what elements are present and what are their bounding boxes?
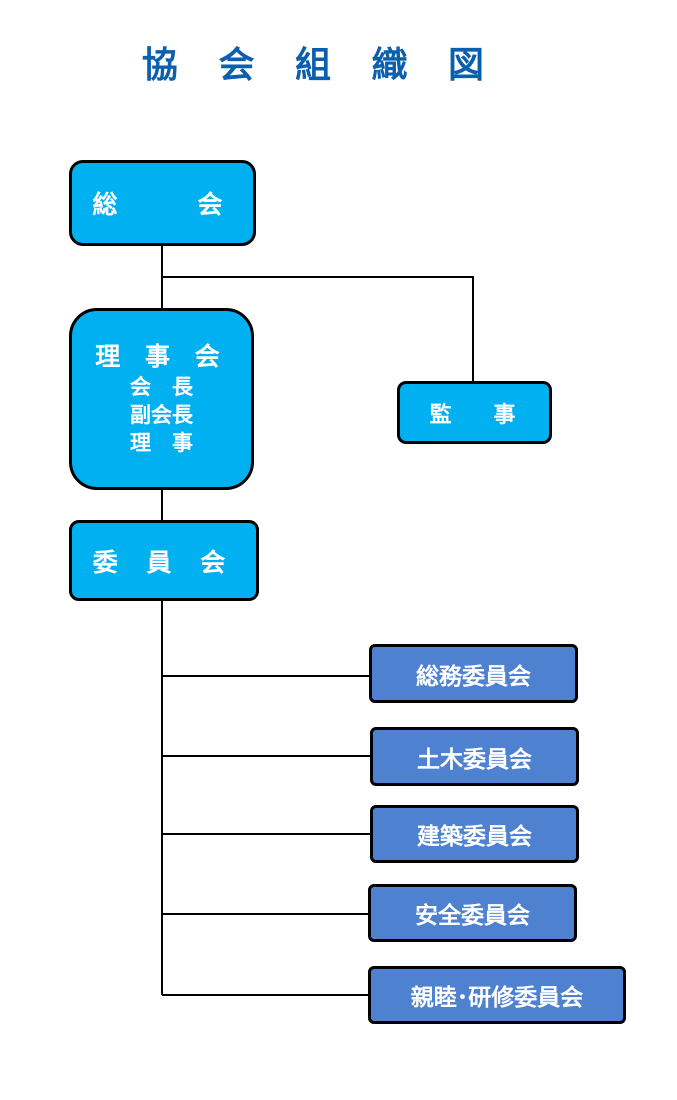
line-to-auditor [162,276,474,384]
committee-box: 建築委員会 [370,805,579,863]
board-label: 理 事 会 [95,342,228,371]
auditor-label: 監 事 [429,402,520,428]
committee-label: 建築委員会 [417,824,532,850]
board-member: 会 長 [130,375,193,399]
committee-box: 総務委員会 [369,644,578,703]
committee-box: 安全委員会 [368,884,577,942]
board-member: 副会長 [130,403,193,427]
auditor-box: 監 事 [397,381,552,444]
committee-box: 親睦･研修委員会 [368,966,626,1024]
general-meeting-box: 総 会 [69,160,256,246]
page-title: 協 会 組 織 図 [141,45,499,86]
committee-label: 安全委員会 [415,903,530,929]
committees-label: 委 員 会 [92,547,236,577]
general-meeting-label: 総 会 [92,190,233,219]
committee-label: 土木委員会 [417,746,532,773]
committee-label: 総務委員会 [416,663,531,690]
committee-box: 土木委員会 [370,727,579,786]
committee-label: 親睦･研修委員会 [410,985,584,1011]
board-box: 理 事 会 会 長 副会長 理 事 [69,308,254,490]
board-member: 理 事 [130,431,193,455]
committees-box: 委 員 会 [69,520,259,601]
